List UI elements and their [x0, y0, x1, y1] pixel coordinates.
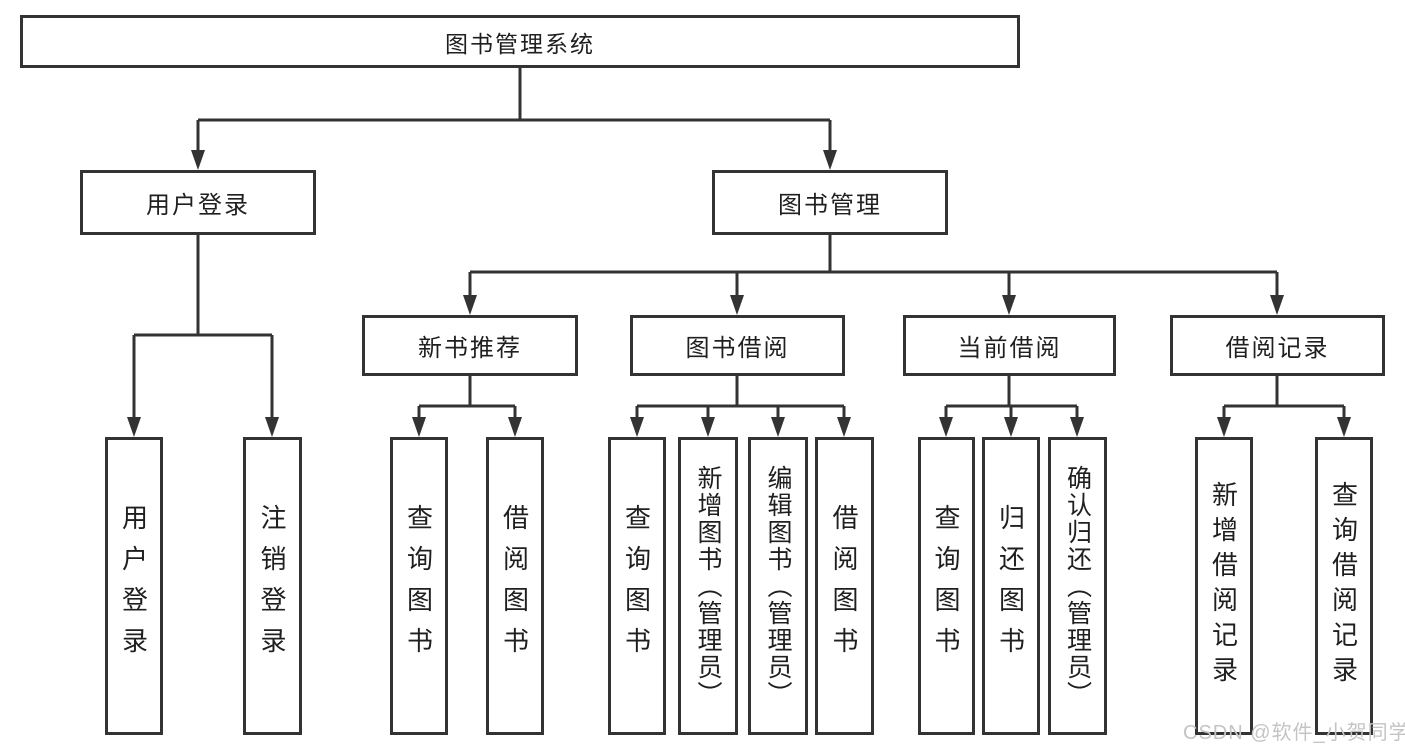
leaf-borrow-books: 借阅图书	[815, 437, 874, 735]
leaf-edit-books-admin: 编辑图书（管理员）	[748, 437, 808, 735]
arrow-down-icon	[265, 417, 279, 437]
node-book-borrow: 图书借阅	[630, 315, 845, 376]
arrow-down-icon	[1217, 417, 1231, 437]
arrow-down-icon	[1270, 295, 1284, 315]
leaf-query-books-current: 查询图书	[918, 437, 975, 735]
arrow-down-icon	[823, 150, 837, 170]
arrow-down-icon	[730, 295, 744, 315]
arrow-down-icon	[1004, 417, 1018, 437]
arrow-down-icon	[412, 417, 426, 437]
leaf-query-borrow-record: 查询借阅记录	[1315, 437, 1373, 735]
arrow-down-icon	[1337, 417, 1351, 437]
watermark: CSDN @软件_小贺同学	[1183, 722, 1405, 744]
arrow-down-icon	[463, 295, 477, 315]
arrow-down-icon	[1070, 417, 1084, 437]
arrow-down-icon	[837, 417, 851, 437]
leaf-query-books-recommend: 查询图书	[390, 437, 448, 735]
node-root-system: 图书管理系统	[20, 15, 1020, 68]
leaf-logout: 注销登录	[243, 437, 302, 735]
arrow-down-icon	[939, 417, 953, 437]
arrow-down-icon	[1002, 295, 1016, 315]
connector-lines	[132, 68, 1346, 421]
leaf-return-books: 归还图书	[982, 437, 1040, 735]
arrow-down-icon	[701, 417, 715, 437]
arrow-down-icon	[127, 417, 141, 437]
leaf-confirm-return-admin: 确认归还（管理员）	[1048, 437, 1107, 735]
leaf-query-books-borrow: 查询图书	[608, 437, 666, 735]
arrowhead-icons	[127, 150, 1351, 437]
node-book-management: 图书管理	[712, 170, 948, 235]
node-user-login: 用户登录	[80, 170, 316, 235]
leaf-add-books-admin: 新增图书（管理员）	[678, 437, 738, 735]
leaf-borrow-books-recommend: 借阅图书	[486, 437, 544, 735]
arrow-down-icon	[771, 417, 785, 437]
node-borrow-records: 借阅记录	[1170, 315, 1385, 376]
leaf-add-borrow-record: 新增借阅记录	[1195, 437, 1253, 735]
arrow-down-icon	[191, 150, 205, 170]
node-new-book-recommend: 新书推荐	[362, 315, 578, 376]
node-current-borrow: 当前借阅	[903, 315, 1116, 376]
leaf-user-login: 用户登录	[105, 437, 163, 735]
arrow-down-icon	[508, 417, 522, 437]
arrow-down-icon	[630, 417, 644, 437]
